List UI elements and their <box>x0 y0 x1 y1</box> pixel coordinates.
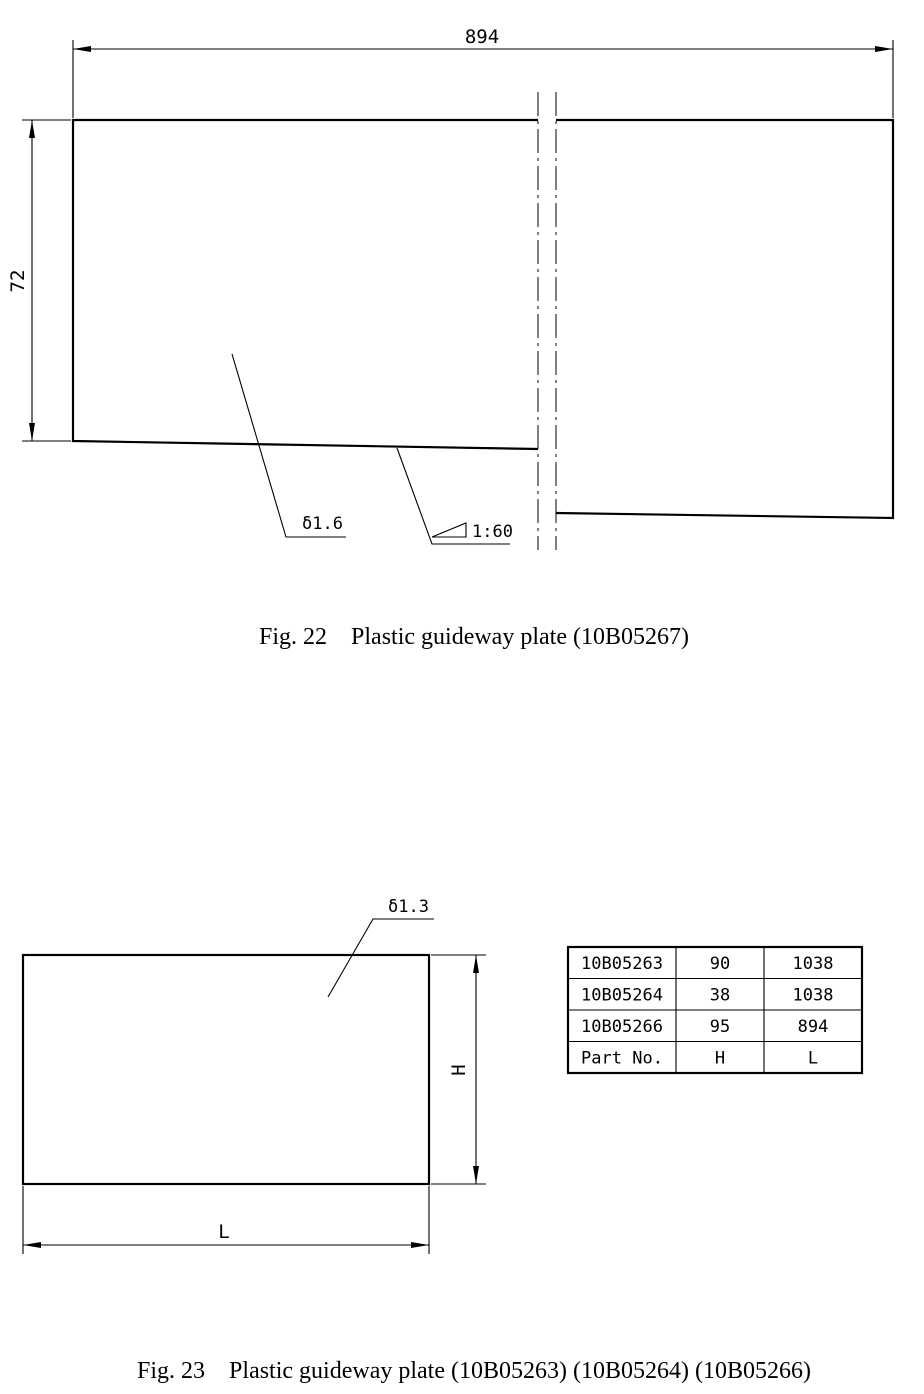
fig22-plate-right-outline <box>555 118 895 520</box>
fig22-length-label: 894 <box>465 26 499 48</box>
fig22-caption: Fig. 22 Plastic guideway plate (10B05267… <box>259 624 689 650</box>
fig23-thickness-label: δ1.3 <box>388 897 429 917</box>
table-header-l: L <box>808 1049 818 1069</box>
fig23-plate-outline <box>21 953 431 1186</box>
fig22-drawing: 894 72 δ1.6 1:60 <box>7 26 895 550</box>
table-cell-l: 894 <box>798 1017 829 1037</box>
fig22-plate-left-outline <box>71 118 539 451</box>
fig22-taper-label: 1:60 <box>472 522 513 542</box>
table-cell-h: 38 <box>710 986 730 1006</box>
table-cell-partno: 10B05263 <box>581 954 663 974</box>
fig22-taper-symbol <box>431 522 467 538</box>
fig23-length-dimension <box>22 1186 430 1254</box>
table-header-h: H <box>715 1049 725 1069</box>
fig22-height-label: 72 <box>7 270 29 293</box>
fig23-drawing: δ1.3 H L 10B05263 90 <box>21 897 864 1254</box>
fig23-thickness-leader <box>327 918 434 998</box>
fig23-length-label: L <box>218 1221 229 1243</box>
table-header-partno: Part No. <box>581 1049 663 1069</box>
fig22-thickness-leader <box>231 353 346 538</box>
fig23-height-dimension <box>431 954 486 1185</box>
fig23-parts-table: 10B05263 90 1038 10B05264 38 1038 10B052… <box>566 945 864 1075</box>
table-cell-h: 95 <box>710 1017 730 1037</box>
fig22-length-dimension <box>72 40 894 118</box>
fig23-caption: Fig. 23 Plastic guideway plate (10B05263… <box>137 1358 811 1384</box>
fig22-taper-leader <box>396 447 510 545</box>
table-cell-h: 90 <box>710 954 730 974</box>
fig23-height-label: H <box>448 1064 470 1075</box>
fig22-thickness-label: δ1.6 <box>302 514 343 534</box>
table-cell-l: 1038 <box>793 954 834 974</box>
table-cell-l: 1038 <box>793 986 834 1006</box>
table-cell-partno: 10B05266 <box>581 1017 663 1037</box>
table-cell-partno: 10B05264 <box>581 986 663 1006</box>
fig22-height-dimension <box>22 119 71 442</box>
